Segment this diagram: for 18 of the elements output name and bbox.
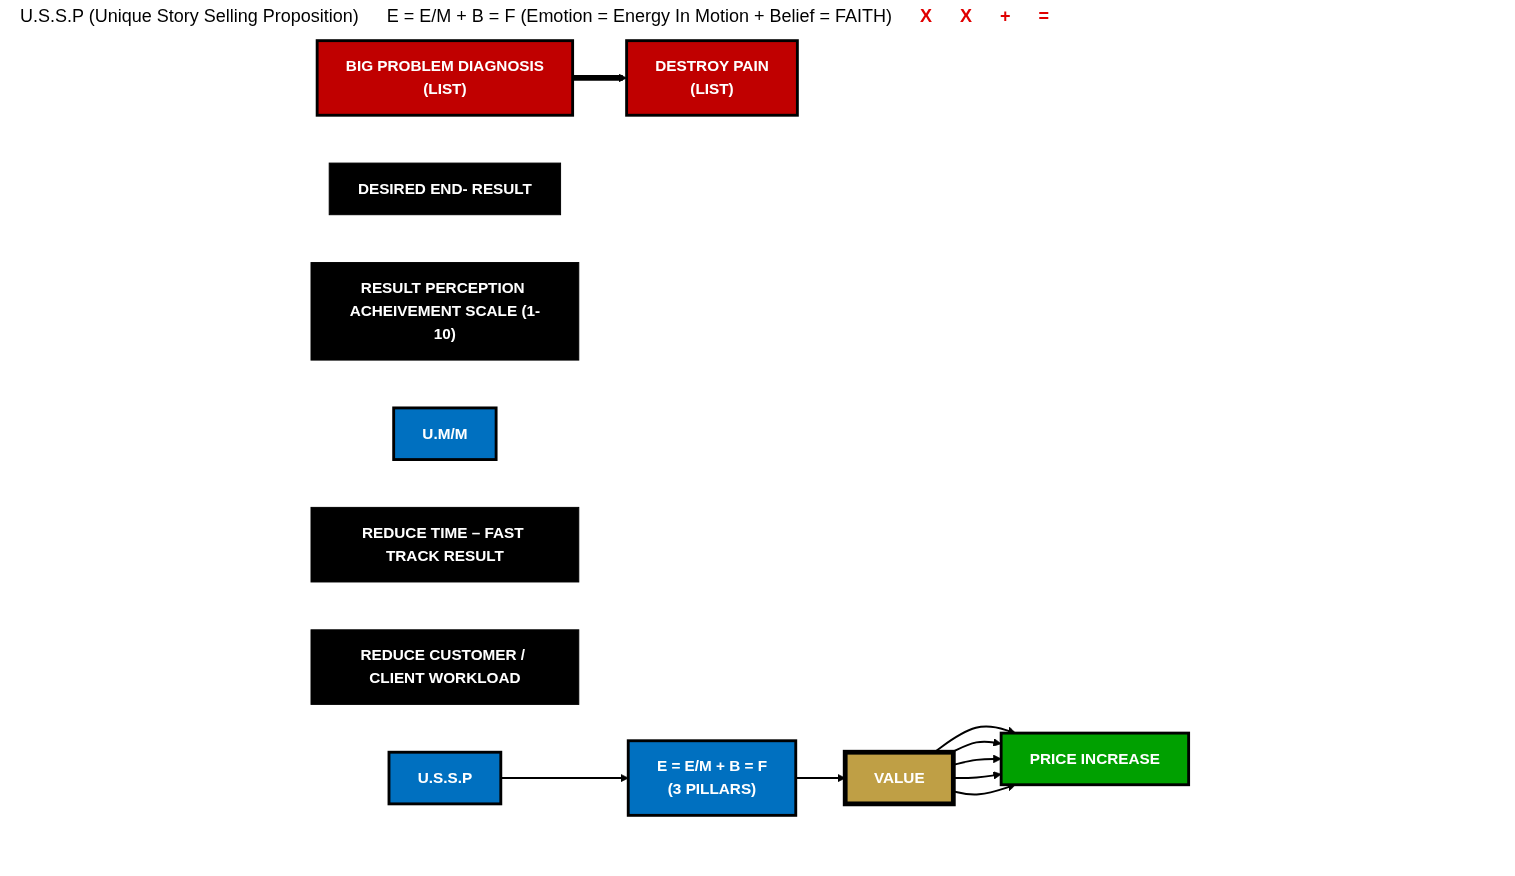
operator-sign: =	[1038, 6, 1050, 27]
operator-sign: X	[920, 6, 933, 27]
arrow	[500, 773, 629, 783]
node-box: E = E/M + B = F (3 PILLARS)	[627, 739, 798, 817]
node-box: REDUCE TIME – FAST TRACK RESULT	[310, 506, 580, 583]
node-box: U.M/M	[392, 406, 498, 461]
node-box: U.S.S.P	[387, 750, 503, 806]
operator-sign: X	[960, 6, 973, 27]
node-box: REDUCE CUSTOMER / CLIENT WORKLOAD	[310, 629, 580, 705]
node-box: VALUE	[843, 749, 956, 807]
node-box: BIG PROBLEM DIAGNOSIS (LIST)	[315, 39, 575, 117]
node-box: PRICE INCREASE	[999, 731, 1191, 787]
bullet-note: E = E/M + B = F (Emotion = Energy In Motion + Belief = FAITH)	[386, 6, 893, 27]
node-box: RESULT PERCEPTION ACHEIVEMENT SCALE (1-10)	[310, 262, 580, 361]
node-box: DESIRED END- RESULT	[328, 162, 562, 216]
bullet-note: U.S.S.P (Unique Story Selling Proposition)	[20, 6, 359, 27]
operator-sign: +	[1000, 6, 1011, 27]
node-box: DESTROY PAIN (LIST)	[625, 39, 799, 117]
